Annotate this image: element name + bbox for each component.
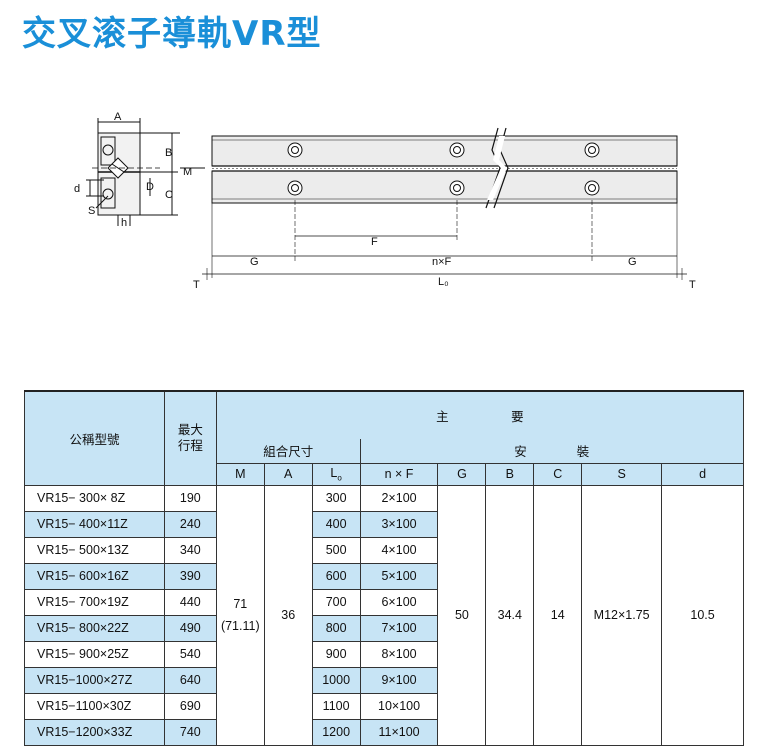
cell-G-merged: 50 — [437, 484, 487, 746]
cell-stroke: 740 — [163, 718, 217, 746]
cell-nF: 6×100 — [359, 588, 439, 616]
dim-label-T-left: T — [193, 279, 200, 291]
dim-label-M: M — [183, 166, 192, 178]
dim-label-G-left: G — [250, 256, 259, 268]
header-mount: 安 裝 — [359, 439, 745, 464]
dim-label-D: D — [146, 181, 154, 193]
col-B: B — [485, 462, 535, 486]
dim-label-G-right: G — [628, 256, 637, 268]
cell-model: VR15− 700×19Z — [24, 588, 165, 616]
cell-stroke: 440 — [163, 588, 217, 616]
cell-nF: 3×100 — [359, 510, 439, 538]
cell-stroke: 490 — [163, 614, 217, 642]
cell-M-merged: 71 (71.11) — [215, 484, 265, 746]
cell-nF: 9×100 — [359, 666, 439, 694]
table-row: VR15− 900×25Z 540 900 8×100 — [24, 640, 744, 668]
cell-stroke: 390 — [163, 562, 217, 590]
cell-L0: 500 — [311, 536, 361, 564]
cell-A-merged: 36 — [263, 484, 313, 746]
col-nF: n × F — [359, 462, 439, 486]
dim-label-T-right: T — [689, 279, 696, 291]
cell-nF: 10×100 — [359, 692, 439, 720]
dim-label-h: h — [121, 217, 127, 229]
cell-stroke: 190 — [163, 484, 217, 512]
dim-label-F: F — [371, 236, 378, 248]
cell-model: VR15−1000×27Z — [24, 666, 165, 694]
header-combo: 組合尺寸 — [215, 439, 361, 464]
header-stroke: 最大 行程 — [163, 390, 217, 486]
dim-label-L0: L₀ — [438, 276, 449, 288]
dim-label-A: A — [114, 111, 122, 123]
table-row: VR15− 600×16Z 390 600 5×100 — [24, 562, 744, 590]
dim-label-nF: n×F — [432, 256, 452, 268]
cell-nF: 7×100 — [359, 614, 439, 642]
page-title: 交叉滚子導軌VR型 — [22, 14, 322, 54]
cell-L0: 700 — [311, 588, 361, 616]
col-L0-letter: L — [330, 465, 338, 480]
table-row: VR15−1100×30Z 690 1100 10×100 — [24, 692, 744, 720]
cell-model: VR15− 600×16Z — [24, 562, 165, 590]
dim-label-B: B — [165, 147, 172, 159]
cell-d-merged: 10.5 — [661, 484, 744, 746]
cell-M-sub: (71.11) — [220, 619, 260, 633]
spec-table: 公稱型號 最大 行程 主 要 組合尺寸 安 裝 M A Lo n × F G B… — [24, 390, 745, 746]
cell-stroke: 640 — [163, 666, 217, 694]
cell-L0: 1100 — [311, 692, 361, 720]
cell-B-merged: 34.4 — [485, 484, 535, 746]
cross-section-dimension-labels: A B M D C d S h — [74, 111, 192, 229]
col-L0-sub: o — [337, 473, 342, 483]
col-A: A — [263, 462, 313, 486]
cell-model: VR15−1200×33Z — [24, 718, 165, 746]
cell-model: VR15− 500×13Z — [24, 536, 165, 564]
col-L0: Lo — [311, 462, 361, 486]
cell-stroke: 340 — [163, 536, 217, 564]
cell-nF: 11×100 — [359, 718, 439, 746]
cell-S-merged: M12×1.75 — [581, 484, 663, 746]
cell-nF: 2×100 — [359, 484, 439, 512]
col-G: G — [437, 462, 487, 486]
cell-model: VR15−1100×30Z — [24, 692, 165, 720]
table-row: VR15− 300× 8Z 190 71 (71.11) 36 300 2×100… — [24, 484, 744, 746]
rail-drawing: A B M D C d S h — [74, 111, 696, 291]
cell-model: VR15− 400×11Z — [24, 510, 165, 538]
cell-L0: 1200 — [311, 718, 361, 746]
dim-label-S: S — [88, 205, 95, 217]
cell-stroke: 240 — [163, 510, 217, 538]
cell-model: VR15− 900×25Z — [24, 640, 165, 668]
side-view-dimension-labels: F G n×F G T L₀ T — [193, 236, 696, 291]
table-row: VR15−1000×27Z 640 1000 9×100 — [24, 666, 744, 694]
col-M: M — [215, 462, 265, 486]
dim-label-d: d — [74, 183, 80, 195]
table-row: VR15−1200×33Z 740 1200 11×100 — [24, 718, 744, 746]
cell-nF: 5×100 — [359, 562, 439, 590]
cell-L0: 1000 — [311, 666, 361, 694]
cell-L0: 300 — [311, 484, 361, 512]
col-S: S — [581, 462, 663, 486]
cell-model: VR15− 300× 8Z — [24, 484, 165, 512]
cell-L0: 900 — [311, 640, 361, 668]
cell-L0: 400 — [311, 510, 361, 538]
col-d: d — [661, 462, 744, 486]
cell-stroke: 540 — [163, 640, 217, 668]
cell-stroke: 690 — [163, 692, 217, 720]
side-view-rails — [202, 127, 687, 280]
cell-model: VR15− 800×22Z — [24, 614, 165, 642]
cell-L0: 800 — [311, 614, 361, 642]
cross-section-view — [86, 118, 205, 226]
cell-nF: 8×100 — [359, 640, 439, 668]
table-row: VR15− 400×11Z 240 400 3×100 — [24, 510, 744, 538]
cell-M-value: 71 — [233, 597, 248, 611]
cell-C-merged: 14 — [533, 484, 583, 746]
header-model: 公稱型號 — [24, 390, 165, 486]
col-C: C — [533, 462, 583, 486]
header-main: 主 要 — [215, 390, 745, 439]
cell-nF: 4×100 — [359, 536, 439, 564]
table-row: VR15− 500×13Z 340 500 4×100 — [24, 536, 744, 564]
cell-L0: 600 — [311, 562, 361, 590]
table-row: VR15− 800×22Z 490 800 7×100 — [24, 614, 744, 642]
dim-label-C: C — [165, 189, 173, 201]
